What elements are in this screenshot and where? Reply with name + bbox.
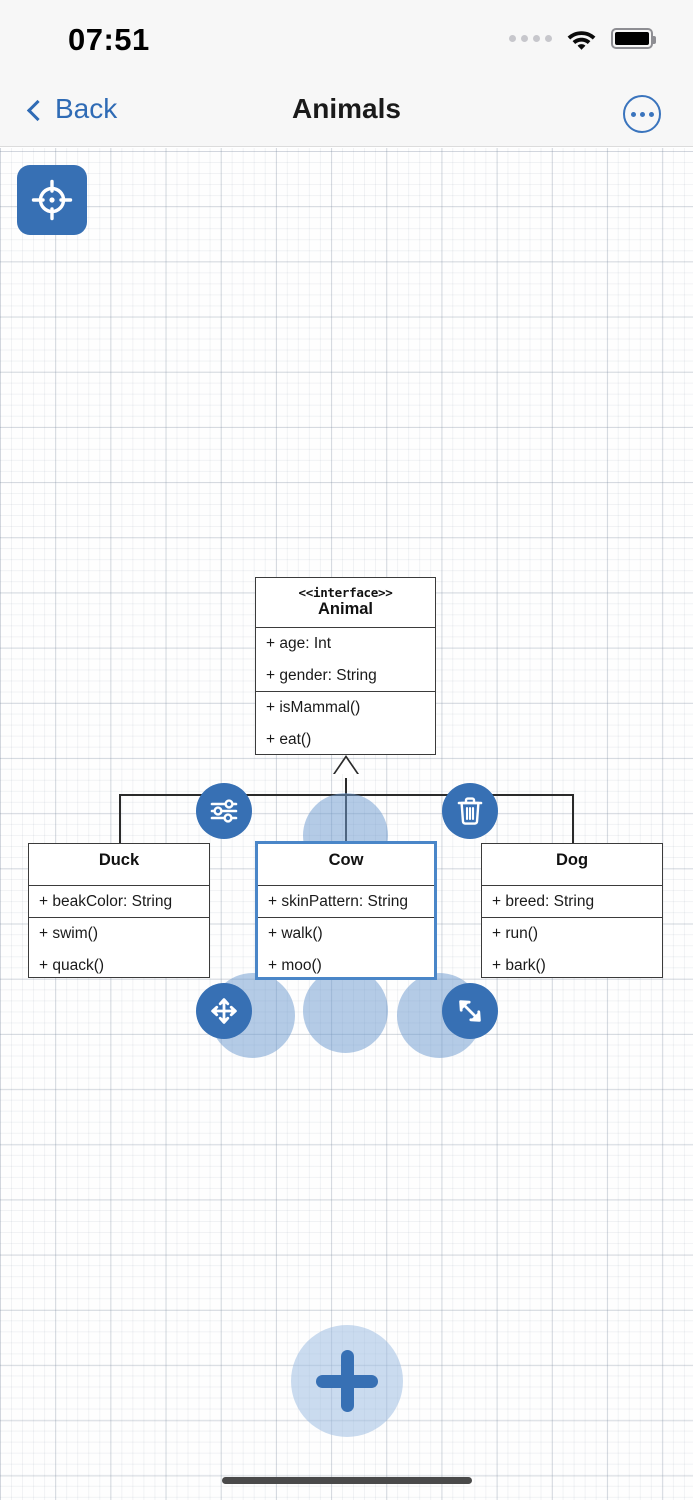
generalization-triangle-icon	[333, 755, 359, 774]
uml-class-name: Dog	[555, 851, 589, 869]
uml-class-name: Cow	[328, 851, 364, 869]
trash-icon	[457, 797, 483, 825]
uml-attribute-row: + skinPattern: String	[268, 893, 408, 910]
uml-class-cow[interactable]: Cow + skinPattern: String + walk() + moo…	[255, 841, 437, 980]
crosshair-target-icon	[31, 179, 73, 221]
uml-class-animal[interactable]: <<interface>> Animal + age: Int + gender…	[255, 577, 436, 755]
uml-class-header: <<interface>> Animal	[256, 578, 435, 628]
diagram-canvas[interactable]: <<interface>> Animal + age: Int + gender…	[0, 148, 693, 1500]
edit-properties-button[interactable]	[196, 783, 252, 839]
move-button[interactable]	[196, 983, 252, 1039]
uml-class-header: Duck	[29, 844, 209, 886]
uml-attribute-row: + breed: String	[492, 893, 595, 910]
uml-attributes-section: + skinPattern: String	[258, 886, 434, 918]
wifi-icon	[567, 31, 596, 50]
uml-method-row: + quack()	[39, 957, 105, 974]
more-options-button[interactable]	[623, 95, 661, 133]
uml-attributes-section: + beakColor: String	[29, 886, 209, 918]
connector-drop-duck	[119, 794, 121, 843]
uml-method-row: + walk()	[268, 925, 323, 942]
plus-icon-vertical	[340, 1350, 354, 1412]
uml-method-row: + bark()	[492, 957, 546, 974]
uml-class-duck[interactable]: Duck + beakColor: String + swim() + quac…	[28, 843, 210, 978]
back-button-label: Back	[55, 93, 118, 124]
status-time: 07:51	[68, 22, 150, 57]
uml-attribute-row: + beakColor: String	[39, 893, 173, 910]
sliders-icon	[210, 799, 238, 823]
uml-stereotype: <<interface>>	[298, 585, 393, 600]
resize-diagonal-icon	[459, 1000, 481, 1022]
ellipsis-dot	[648, 111, 654, 117]
connector-drop-dog	[572, 794, 574, 843]
resize-button[interactable]	[442, 983, 498, 1039]
battery-full-icon	[611, 27, 656, 49]
ellipsis-dot	[639, 111, 645, 117]
uml-method-row: + moo()	[268, 957, 322, 974]
uml-methods-section: + swim() + quack()	[29, 918, 209, 978]
uml-attribute-row: + gender: String	[266, 667, 377, 684]
uml-class-name: Duck	[98, 851, 140, 869]
uml-class-header: Dog	[482, 844, 662, 886]
uml-method-row: + eat()	[266, 731, 312, 748]
nav-bar: Back Animals	[0, 75, 693, 147]
delete-button[interactable]	[442, 783, 498, 839]
uml-attributes-section: + age: Int + gender: String	[256, 628, 435, 692]
status-indicators	[509, 26, 656, 50]
back-button[interactable]: Back	[26, 93, 118, 125]
uml-class-header: Cow	[258, 844, 434, 886]
signal-dots-icon	[509, 34, 552, 42]
uml-method-row: + isMammal()	[266, 699, 361, 716]
status-bar: 07:51	[0, 0, 693, 75]
uml-methods-section: + walk() + moo()	[258, 918, 434, 978]
anchor-point-bottom[interactable]	[303, 968, 388, 1053]
uml-method-row: + swim()	[39, 925, 98, 942]
uml-attribute-row: + age: Int	[266, 635, 332, 652]
add-element-button[interactable]	[291, 1325, 403, 1437]
uml-methods-section: + isMammal() + eat()	[256, 692, 435, 754]
locate-button[interactable]	[17, 165, 87, 235]
uml-class-dog[interactable]: Dog + breed: String + run() + bark()	[481, 843, 663, 978]
uml-class-name: Animal	[317, 600, 373, 618]
home-indicator[interactable]	[221, 1477, 472, 1484]
uml-method-row: + run()	[492, 925, 539, 942]
move-arrows-icon	[211, 998, 237, 1024]
ellipsis-dot	[630, 111, 636, 117]
uml-methods-section: + run() + bark()	[482, 918, 662, 978]
uml-attributes-section: + breed: String	[482, 886, 662, 918]
page-title: Animals	[292, 93, 401, 124]
